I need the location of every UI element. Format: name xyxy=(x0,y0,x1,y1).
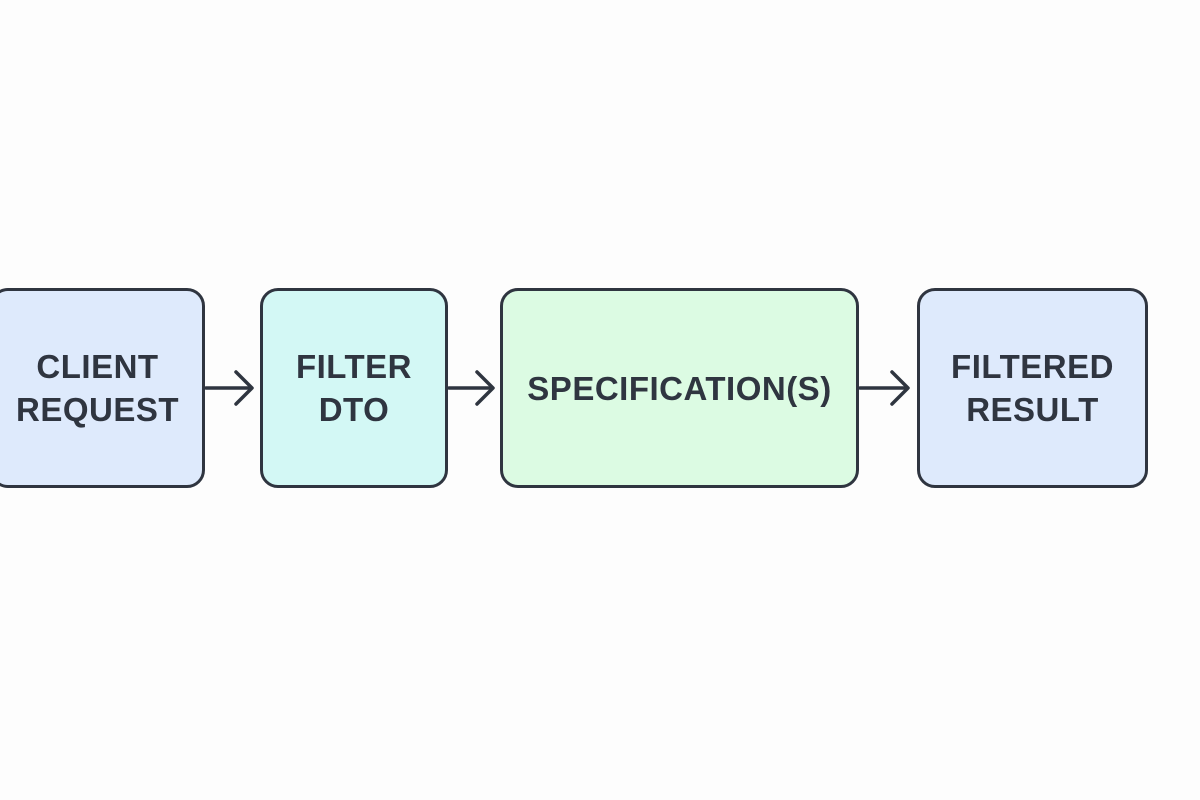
client-request-node: CLIENT REQUEST xyxy=(0,288,205,488)
client-request-label: CLIENT REQUEST xyxy=(15,348,180,428)
filtered-result-node: FILTERED RESULT xyxy=(917,288,1148,488)
arrow-filter-to-spec xyxy=(447,370,495,406)
filter-dto-label: FILTER DTO xyxy=(295,348,413,428)
filtered-result-label: FILTERED RESULT xyxy=(951,348,1114,428)
arrow-spec-to-result xyxy=(858,370,910,406)
arrow-client-to-filter xyxy=(204,370,254,406)
specifications-node: SPECIFICATION(S) xyxy=(500,288,859,488)
specifications-label: SPECIFICATION(S) xyxy=(527,369,832,407)
filter-dto-node: FILTER DTO xyxy=(260,288,448,488)
